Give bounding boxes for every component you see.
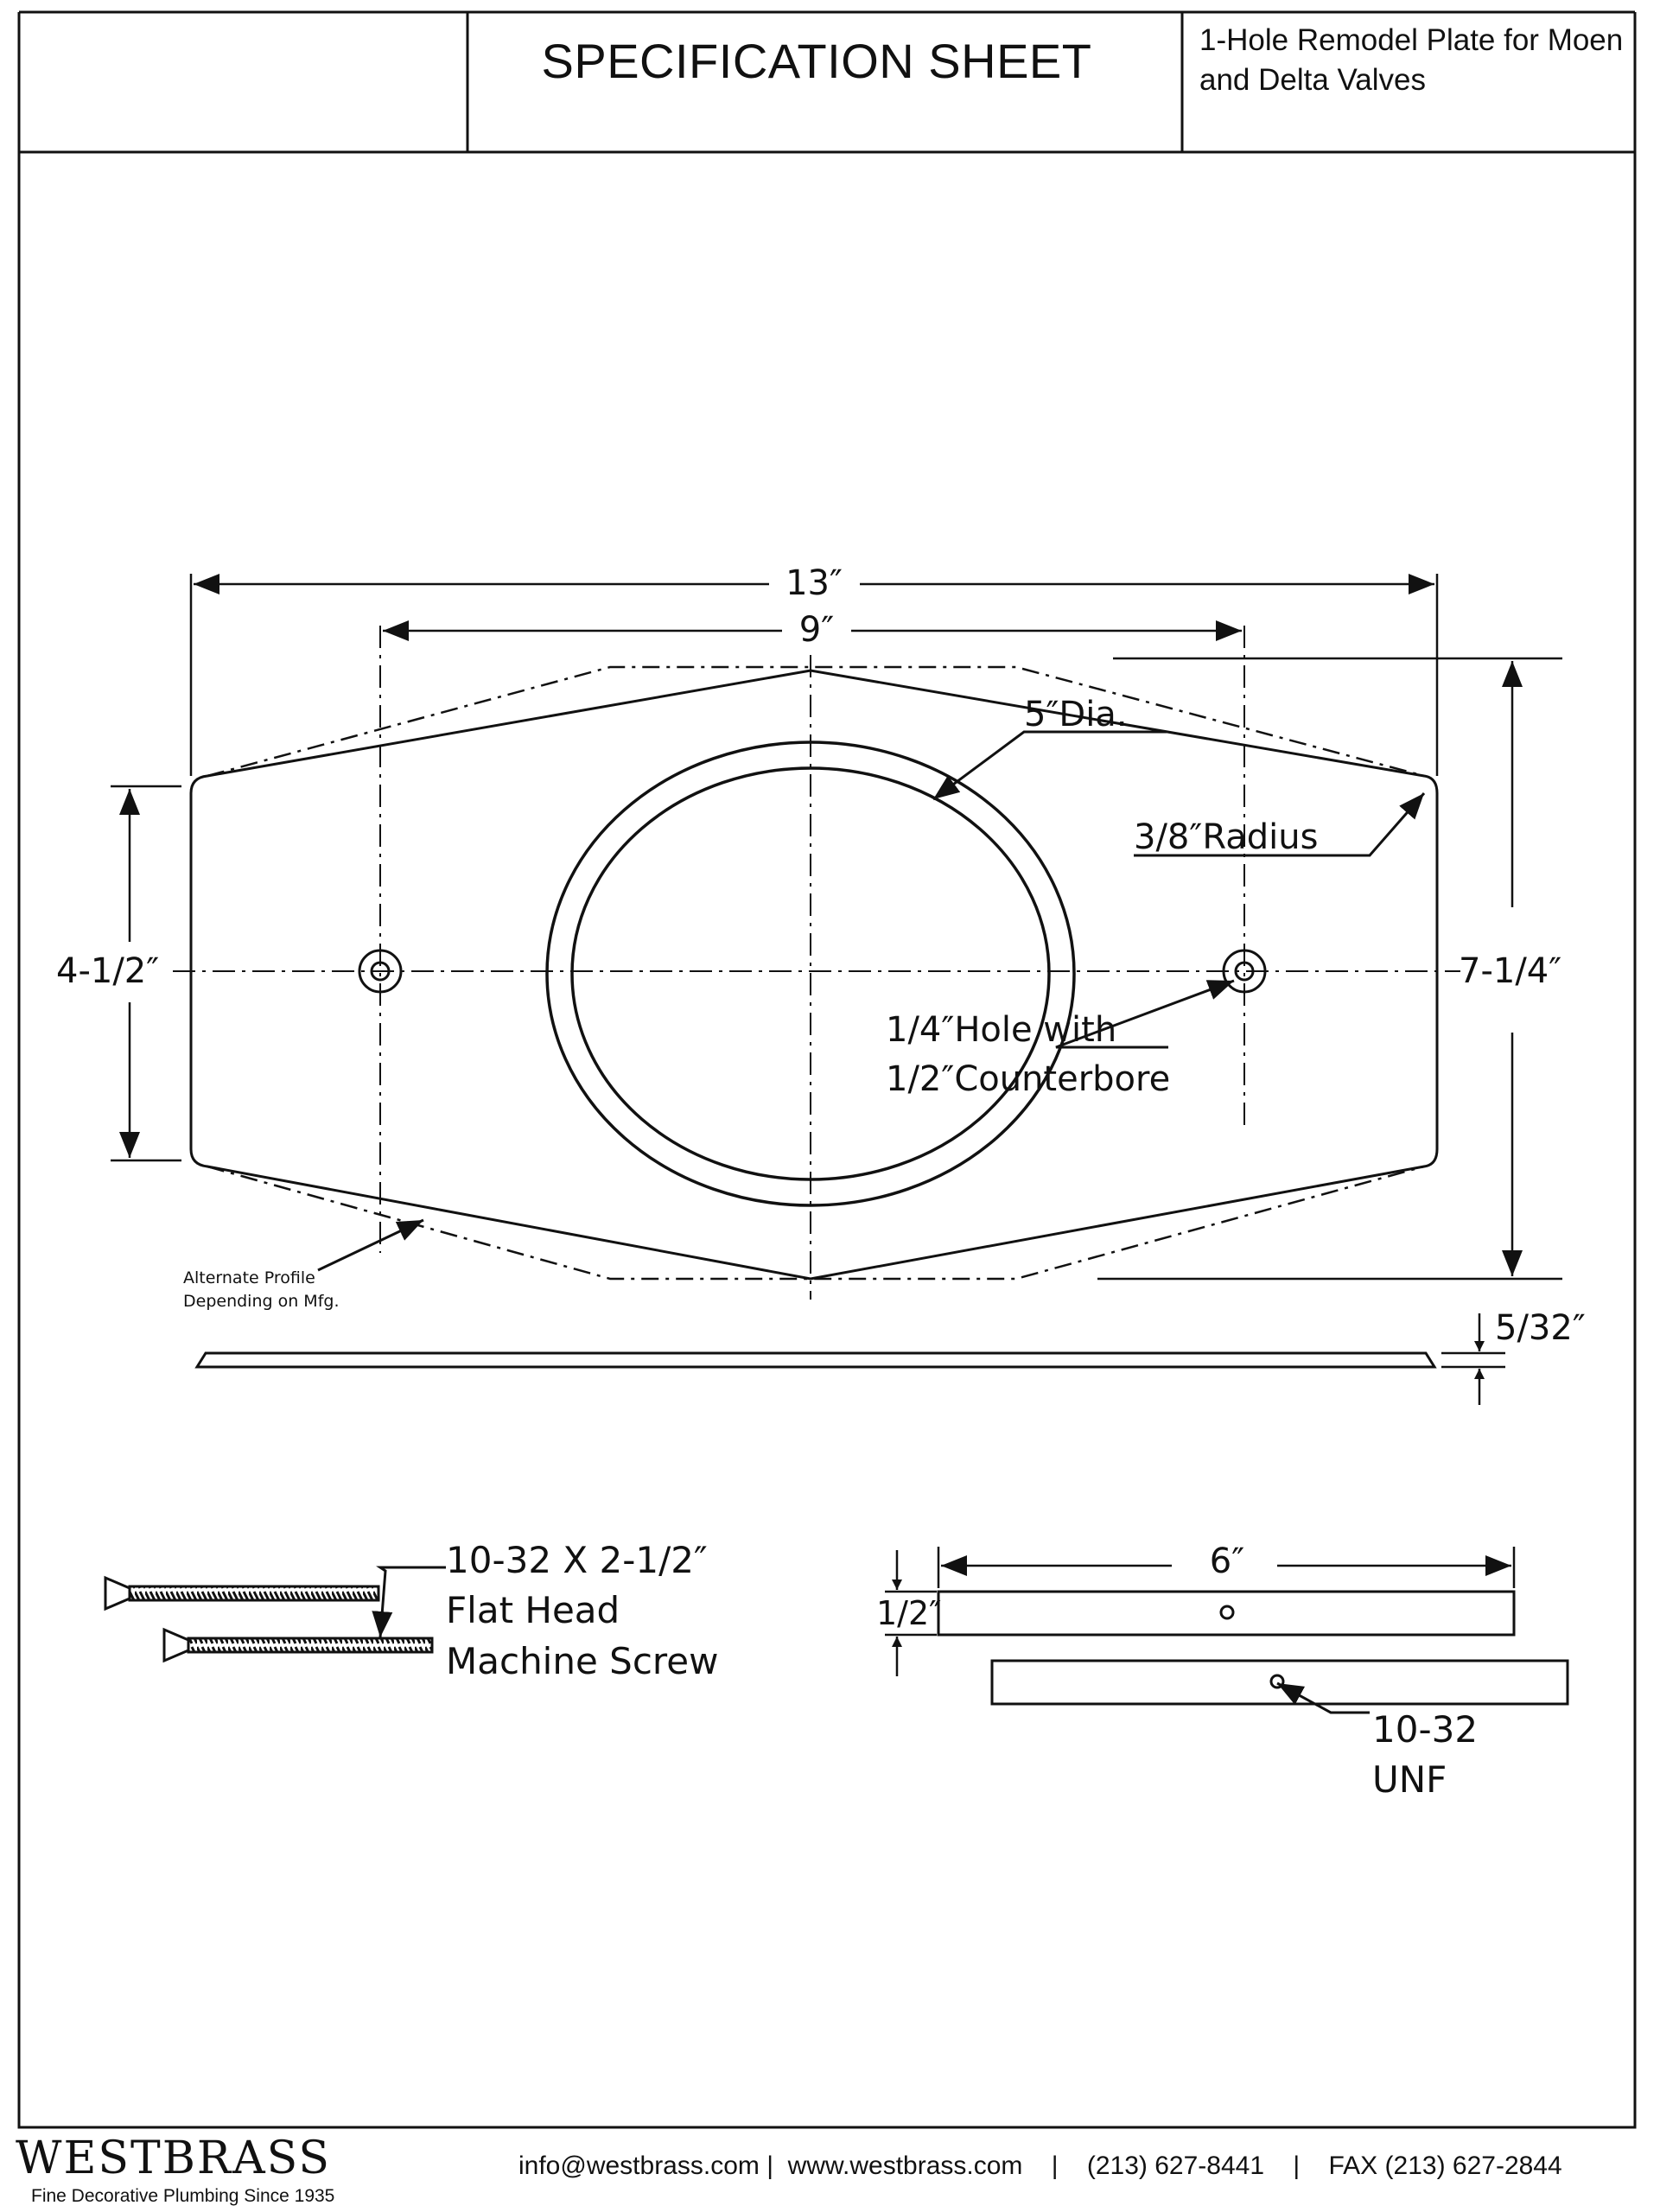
thread-label-line2: UNF xyxy=(1372,1758,1447,1801)
dim-overall-height-text: 7-1/4″ xyxy=(1459,951,1561,991)
dim-bar-length-text: 6″ xyxy=(1210,1541,1244,1581)
screw-1 xyxy=(104,1575,380,1611)
label-alternate-line2: Depending on Mfg. xyxy=(183,1292,339,1311)
product-title-line1: 1-Hole Remodel Plate for Moen xyxy=(1199,23,1624,57)
dimension-lines xyxy=(111,574,1562,1281)
screw-label-line3: Machine Screw xyxy=(446,1640,718,1682)
screw-label-line2: Flat Head xyxy=(446,1589,620,1631)
mounting-bar-bottom xyxy=(990,1659,1569,1706)
screw-2 xyxy=(162,1627,434,1663)
leader-lines xyxy=(317,730,1426,1272)
dim-overall-width-text: 13″ xyxy=(785,563,843,603)
sheet-title: SPECIFICATION SHEET xyxy=(541,34,1092,88)
screw-leader xyxy=(372,1566,446,1638)
center-hole-outer xyxy=(545,741,1076,1207)
centerlines xyxy=(173,626,1460,1300)
thickness-dimension xyxy=(1441,1313,1505,1405)
plate-outline xyxy=(189,669,1439,1281)
mounting-bar-top xyxy=(937,1590,1516,1637)
dim-hole-spacing-text: 9″ xyxy=(799,610,834,650)
drawing-frame xyxy=(17,150,1637,2129)
footer-contact-info: info@westbrass.com | www.westbrass.com |… xyxy=(518,2152,1562,2180)
mount-hole-right xyxy=(1222,949,1267,994)
dim-thickness-text: 5/32″ xyxy=(1495,1308,1586,1348)
thread-label-line1: 10-32 xyxy=(1372,1708,1478,1751)
label-center-hole: 5″Dia. xyxy=(1024,695,1128,734)
mount-hole-left xyxy=(358,949,403,994)
center-hole-inner xyxy=(570,766,1051,1181)
label-alternate-line1: Alternate Profile xyxy=(183,1268,315,1287)
brand-tagline: Fine Decorative Plumbing Since 1935 xyxy=(31,2186,335,2206)
screw-label-line1: 10-32 X 2-1/2″ xyxy=(446,1539,708,1581)
label-corner-radius: 3/8″Radius xyxy=(1134,817,1318,857)
label-mount-hole-line2: 1/2″Counterbore xyxy=(886,1059,1170,1099)
product-title-line2: and Delta Valves xyxy=(1199,63,1427,97)
product-title: 1-Hole Remodel Plate for Moen and Delta … xyxy=(1199,21,1636,100)
thread-leader xyxy=(1276,1681,1370,1714)
brand-logo: WESTBRASS xyxy=(16,2133,331,2184)
bar-dimensions xyxy=(885,1547,1516,1676)
dim-bar-height-text: 1/2″ xyxy=(876,1594,941,1632)
dim-side-height-text: 4-1/2″ xyxy=(56,951,159,991)
label-mount-hole-line1: 1/4″Hole with xyxy=(886,1010,1116,1050)
plate-top-view xyxy=(173,626,1460,1300)
plate-side-profile xyxy=(194,1351,1437,1369)
